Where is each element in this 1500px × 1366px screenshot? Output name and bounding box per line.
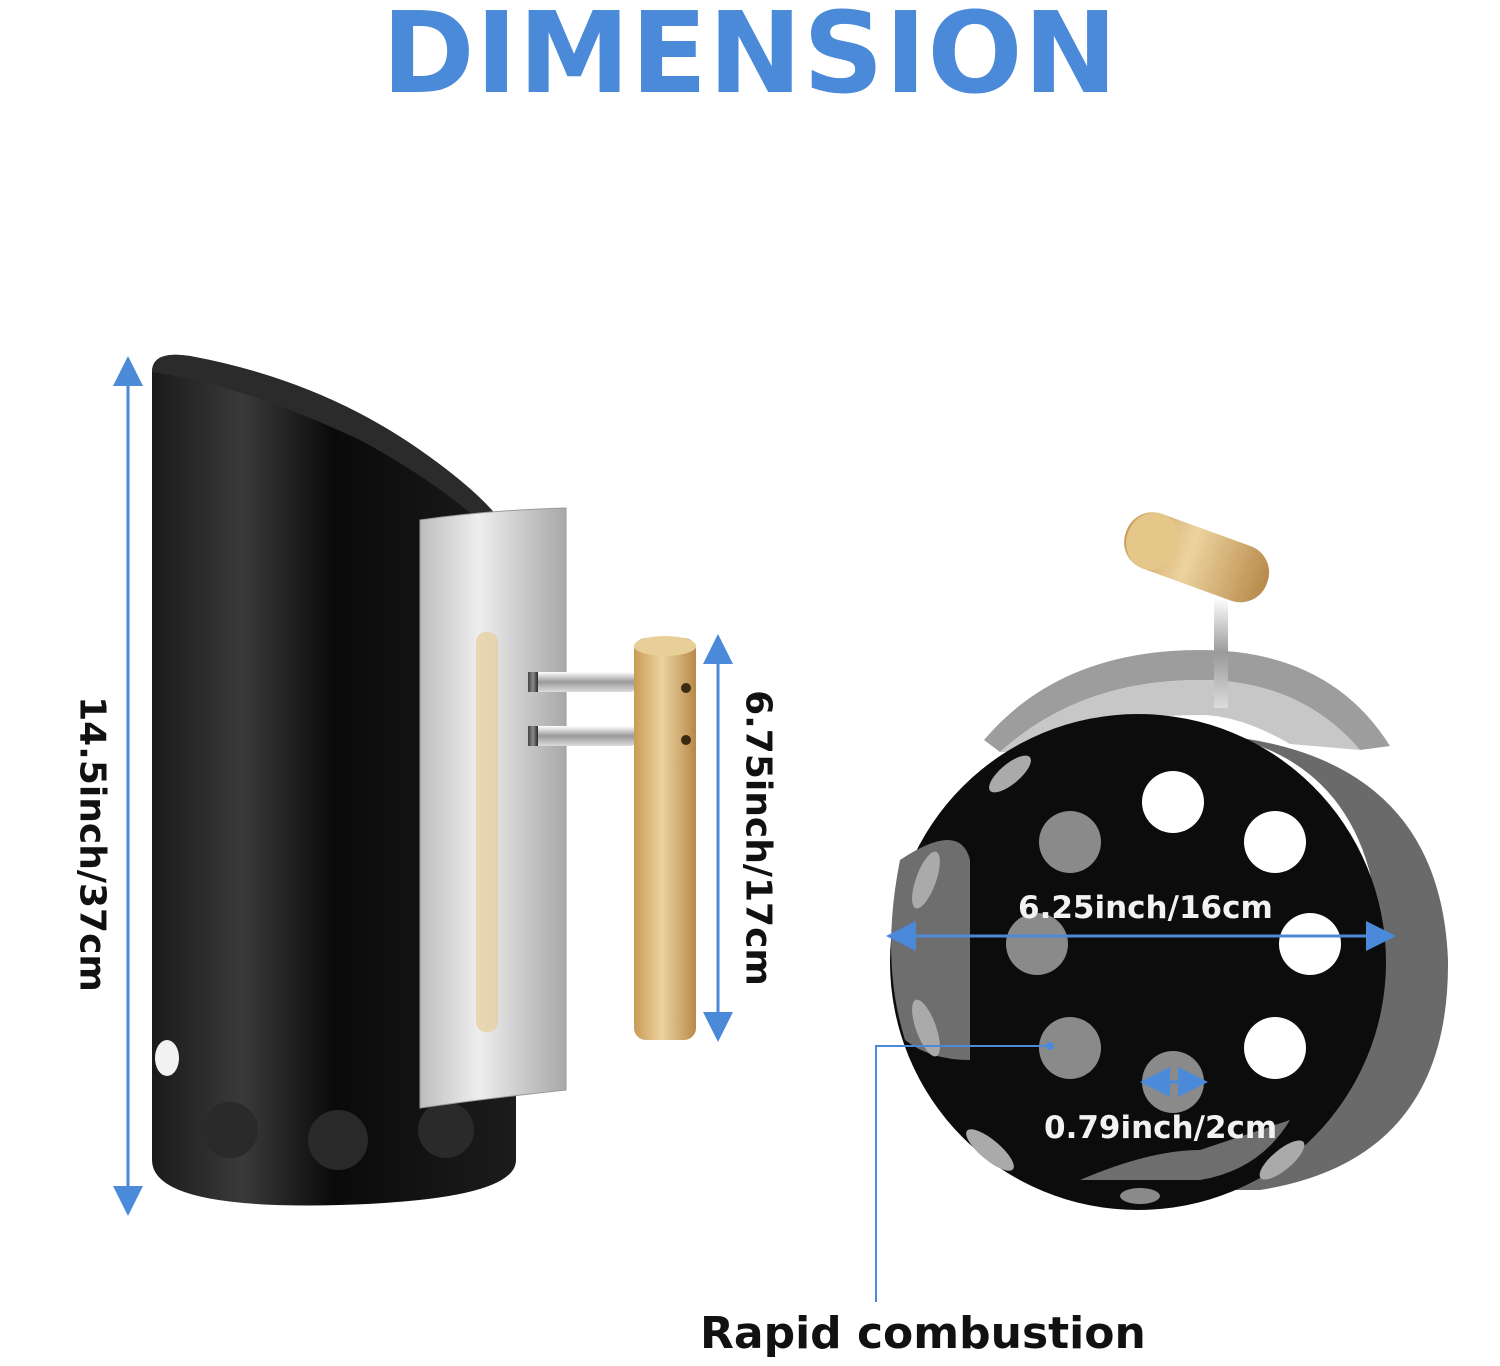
diameter-label: 6.25inch/16cm xyxy=(1018,890,1273,926)
chimney-starter-top-image xyxy=(890,512,1449,1210)
page-title: DIMENSION xyxy=(381,0,1119,119)
callout-leader-line xyxy=(875,1042,1054,1302)
hole-size-label: 0.79inch/2cm xyxy=(1044,1110,1278,1146)
handle-length-label: 6.75inch/17cm xyxy=(737,690,779,986)
chimney-starter-side-image xyxy=(152,354,696,1206)
callout-label: Rapid combustion xyxy=(700,1308,1146,1359)
height-label: 14.5inch/37cm xyxy=(71,696,113,992)
